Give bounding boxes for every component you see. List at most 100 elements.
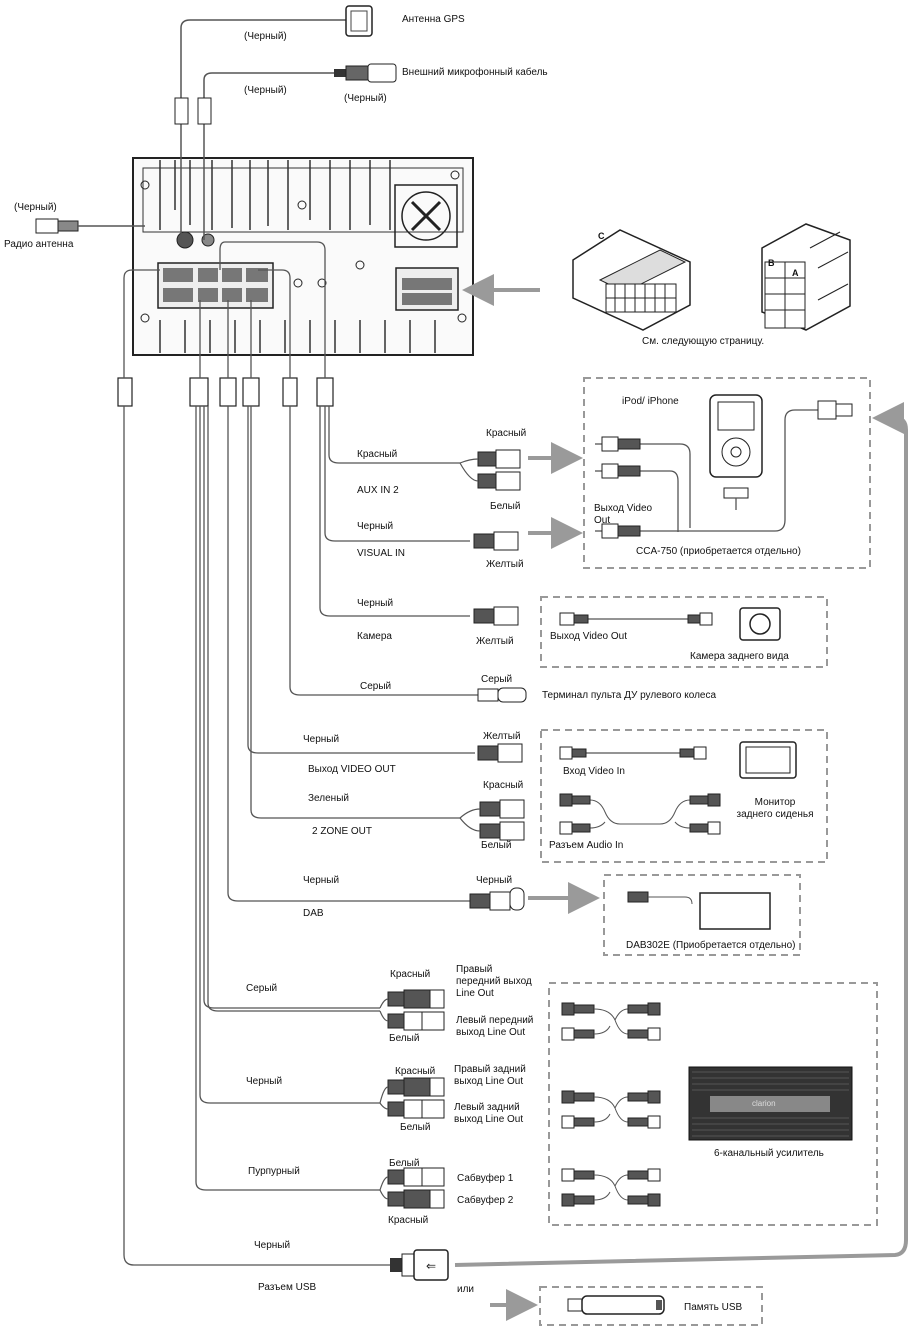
visual-name: VISUAL IN [357,548,405,559]
amp-label: 6-канальный усилитель [714,1148,824,1159]
connector-c-icon [572,229,691,331]
connector-ab-icon [761,223,851,331]
dab-plug-color: Черный [476,875,513,886]
big-arrows [462,274,600,1321]
ipod-icon [709,394,763,499]
amp-rca-cables [561,1002,661,1207]
sub-wire-color: Пурпурный [248,1166,300,1177]
radio-antenna-label: Радио антенна [4,239,74,250]
rear-left-label: Левый задний выход Line Out [454,1102,524,1125]
dab-wire-color: Черный [303,875,340,886]
mic-plug-color: (Черный) [344,93,387,104]
front-left-label: Левый передний выход Line Out [456,1015,534,1038]
mic-wire-color: (Черный) [244,85,287,96]
rca-sub2 [387,1189,445,1209]
amp-brand: clarion [752,1099,776,1108]
usb-return-arrow [454,402,908,1267]
dab-module-icon [627,891,771,930]
steering-plug [477,687,527,703]
rca-rear-left [387,1099,445,1119]
rca-plugs [387,449,527,1209]
ipod-title: iPod/ iPhone [622,396,679,407]
rca-aux-white [477,471,521,491]
zone-name: 2 ZONE OUT [312,826,373,837]
accessory-boxes [539,377,878,1326]
sub2-label: Сабвуфер 2 [457,1195,514,1206]
sub-red-plug: Красный [388,1215,429,1226]
dab-name: DAB [303,908,324,919]
rca-visual [473,531,519,551]
steering-terminal: Терминал пульта ДУ рулевого колеса [542,690,717,701]
harness-wires [123,241,478,1266]
aux-name: AUX IN 2 [357,485,399,496]
ipod-cables [595,409,818,532]
steering-plug-color: Серый [481,674,513,685]
usb-memory-icon [567,1295,665,1315]
rca-rear-right [387,1077,445,1097]
aux-red-plug: Красный [486,428,527,439]
gps-antenna-icon [345,5,373,37]
usb-memory-label: Память USB [684,1302,743,1313]
ipod-rca-plugs [601,436,641,539]
steering-wire-color: Серый [360,681,392,692]
gps-plug [174,97,189,125]
monitor-icon [739,741,797,779]
rear-right-label: Правый задний выход Line Out [454,1064,526,1087]
front-red-plug: Красный [390,969,431,980]
see-next-page: См. следующую страницу. [642,336,765,347]
gps-antenna-label: Антенна GPS [402,14,465,25]
camera-wire-color: Черный [357,598,394,609]
box-audio-in: Разъем Audio In [549,840,624,851]
rca-aux-red [477,449,521,469]
zone-red-plug: Красный [483,780,524,791]
amplifier-icon [688,1066,853,1141]
rear-wire-color: Черный [246,1076,283,1087]
dab-box-label: DAB302E (Приобретается отдельно) [626,940,796,951]
rca-zone-white [479,821,525,841]
camera-cable [559,612,713,626]
rear-camera-icon [739,607,781,641]
svg-text:⇐: ⇐ [426,1259,436,1273]
visual-wire-color: Черный [357,521,394,532]
rca-zone-red [479,799,525,819]
front-white-plug: Белый [389,1033,420,1044]
gps-cable [180,19,346,240]
aux-red-label: Красный [357,449,398,460]
visual-plug-color: Желтый [486,559,524,570]
ipod-video-out: Выход Video Out [594,503,653,526]
rca-front-right [387,989,445,1009]
camera-name: Камера [357,631,392,642]
dab-plug [469,887,525,911]
usb-wire-color: Черный [254,1240,291,1251]
usb-name: Разъем USB [258,1282,317,1293]
zone-white-plug: Белый [481,840,512,851]
aux-white-plug: Белый [490,501,521,512]
zone-wire-color: Зеленый [308,793,349,804]
rear-red-plug: Красный [395,1066,436,1077]
usb-or: или [457,1284,475,1295]
connector-a-label: A [792,268,799,278]
monitor-label: Монитор заднего сиденья [736,797,814,820]
camera-box-label: Камера заднего вида [690,651,789,662]
gps-wire-color: (Черный) [244,31,287,42]
head-unit [132,157,474,356]
camera-box-video-out: Выход Video Out [550,631,627,642]
video-out-wire-color: Черный [303,734,340,745]
cca-label: CCA-750 (приобретается отдельно) [636,546,801,557]
usb-plug-icon: ⇐ [390,1249,449,1281]
rear-white-plug: Белый [400,1122,431,1133]
rca-video-out [477,743,523,763]
connector-c-label: C [598,231,605,241]
camera-plug-color: Желтый [476,636,514,647]
sub1-label: Сабвуфер 1 [457,1173,514,1184]
front-wire-color: Серый [246,983,278,994]
harness-plugs [117,377,334,407]
mic-connector-icon [334,63,397,83]
mic-plug [197,97,212,125]
front-right-label: Правый передний выход Line Out [456,964,532,999]
radio-wire-color: (Черный) [14,202,57,213]
mic-cable-label: Внешний микрофонный кабель [402,67,548,78]
sub-white-plug: Белый [389,1158,420,1169]
video-out-plug-color: Желтый [483,731,521,742]
